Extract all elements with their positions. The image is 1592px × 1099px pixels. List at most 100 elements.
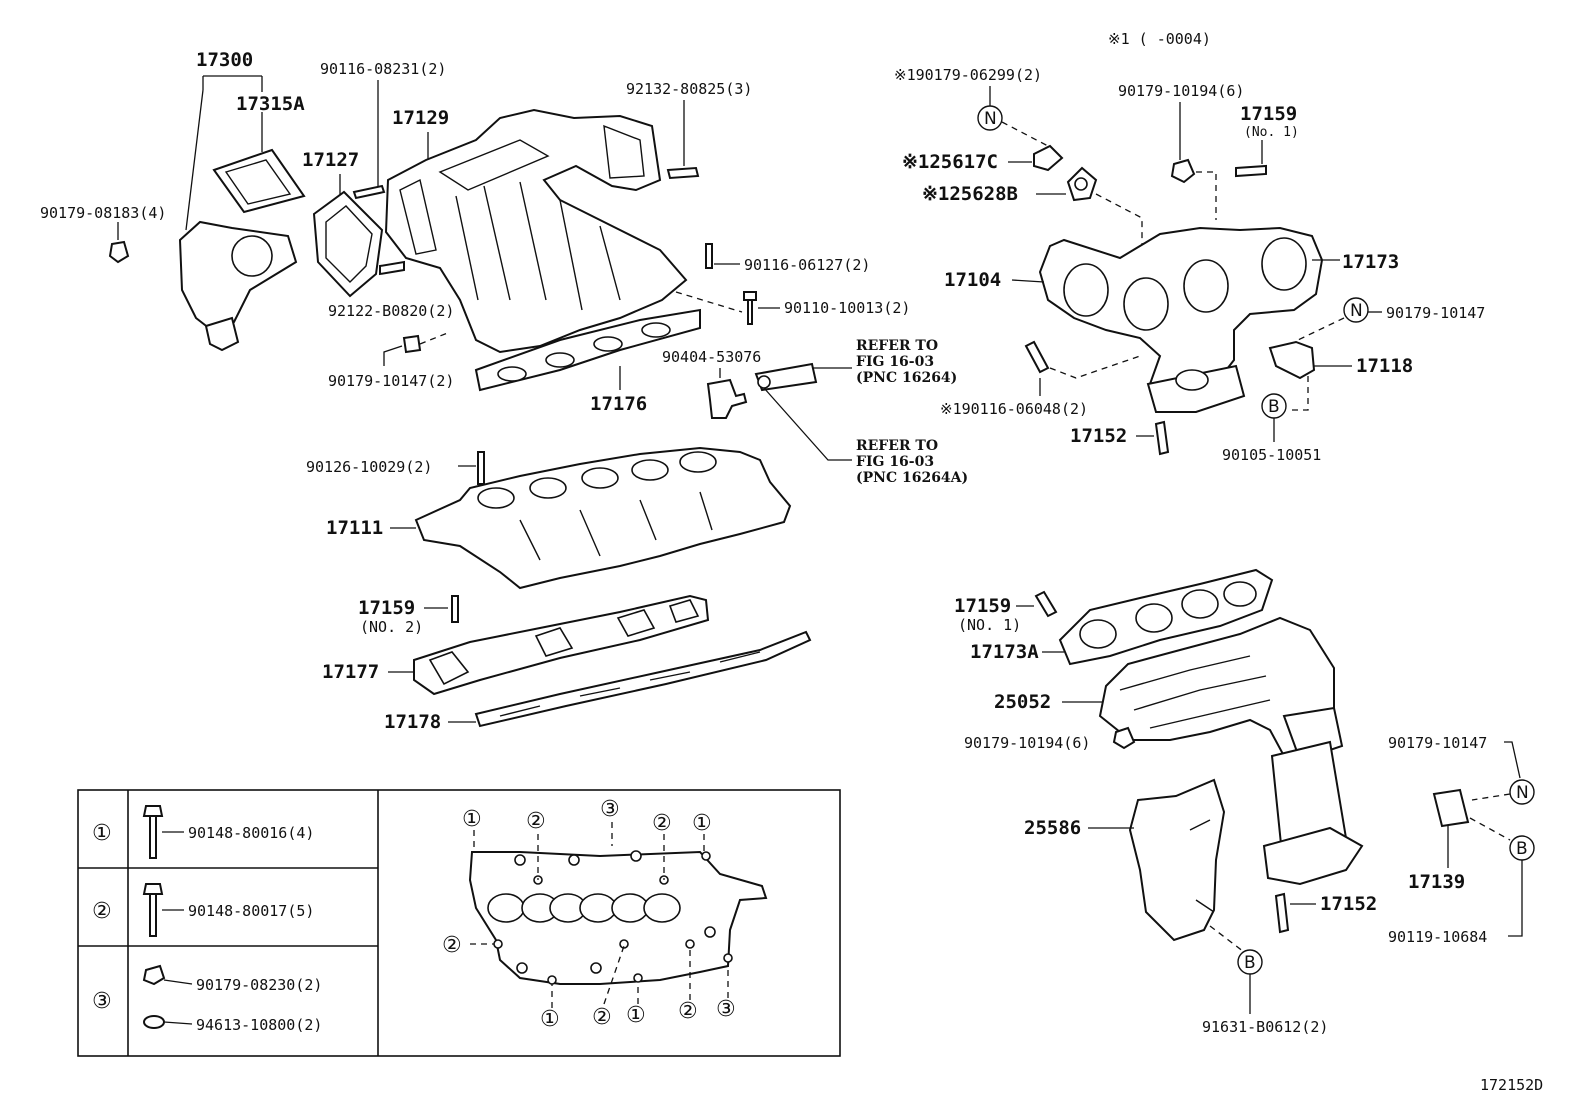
bolt-90110-shape [743, 291, 757, 325]
label-90116-06048: ※190116-06048(2) [940, 400, 1088, 418]
refer1-line-c: (PNC 16264) [856, 370, 957, 386]
refer1-line-b: FIG 16-03 [856, 354, 934, 370]
exhaust-manifold-group: ※190179-06299(2) N ※125617C ※125628B 901… [894, 66, 1485, 464]
pattern-bolt-hole [685, 939, 695, 949]
label-17173A: 17173A [970, 641, 1039, 663]
bracket-17118-shape [1268, 340, 1316, 380]
pattern-port-5 [611, 893, 649, 923]
exhaust-outlet-port [1175, 369, 1209, 391]
pattern-bolt-hole [547, 975, 557, 985]
upper-gasket-inner [325, 205, 373, 283]
stud-90116-06127-shape [705, 243, 713, 269]
pattern-bolt-hole [723, 953, 733, 963]
label-17104: 17104 [944, 269, 1001, 291]
label-17159-no2-sub: (NO. 2) [360, 618, 423, 636]
pattern-port-4 [579, 893, 617, 923]
label-92122-B0820: 92122-B0820(2) [328, 302, 454, 320]
dash-b-br [1469, 817, 1511, 841]
stud-17152-bottom-shape [1274, 892, 1290, 934]
leader-90179-08230 [163, 979, 193, 985]
nut-90179-10194-mid-shape [1112, 726, 1136, 750]
leader-90179-10147-left [383, 345, 403, 366]
dash-n-top [1001, 121, 1049, 147]
label-17173: 17173 [1342, 251, 1399, 273]
gasket-17178-shape [474, 630, 812, 728]
refer1-line-a: REFER TO [856, 338, 938, 354]
pattern-bolt-hole [568, 854, 580, 866]
label-90119-10684: 90119-10684 [1388, 928, 1487, 946]
figure-id: 172152D [1480, 1076, 1543, 1094]
stud-90116-06048-shape [1024, 340, 1050, 374]
exhaust-port-2 [1123, 277, 1169, 331]
pattern-marker-top-3: ③ [600, 797, 620, 822]
pattern-port-1 [487, 893, 525, 923]
label-17159-no1-mid: 17159 [954, 595, 1011, 617]
label-90179-10194-mid: 90179-10194(6) [964, 734, 1090, 752]
hose-clamp-shape [757, 375, 771, 389]
pattern-marker-bottom-3: ① [626, 1003, 646, 1028]
pattern-port-6 [643, 893, 681, 923]
label-90179-10147-br: 90179-10147 [1388, 734, 1487, 752]
manifold-runners [455, 181, 621, 311]
throttle-gasket-inner [224, 159, 292, 205]
stud-90116-08231-shape [352, 184, 386, 200]
lower-port-3 [581, 467, 619, 489]
nut-90179-10194-top-shape [1170, 158, 1196, 184]
exhaust-pipe-group: 17159 (NO. 1) 17173A 25052 90179-10194(6… [954, 568, 1535, 1036]
pattern-bolt-hole [590, 962, 602, 974]
throttle-gasket-shape [212, 148, 306, 214]
pattern-marker-bottom-4: ② [678, 999, 698, 1024]
pattern-bolt-hole [514, 854, 526, 866]
label-17178: 17178 [384, 711, 441, 733]
dash-90110 [675, 291, 743, 313]
legend-part-94613-10800: 94613-10800(2) [196, 1016, 322, 1034]
gasket-17173A-port-2 [1135, 603, 1173, 633]
bracket-17139-shape [1432, 788, 1470, 828]
pattern-marker-top-5: ① [692, 811, 712, 836]
heat-insulator-25586-shape [1128, 778, 1226, 942]
callout-n-top-text: N [984, 109, 997, 129]
manifold-plenum-ribs [438, 139, 550, 191]
gasket-17178-slots [499, 651, 761, 717]
label-125617C: ※125617C [902, 151, 998, 173]
nut-90179-10147-shape [402, 334, 422, 354]
pattern-bolt-hole [493, 939, 503, 949]
dash-b-bottom [1209, 925, 1245, 953]
label-90179-10147-right: 90179-10147 [1386, 304, 1485, 322]
legend-part-90148-80017: 90148-80017(5) [188, 902, 314, 920]
footnote-range: ※1 ( -0004) [1108, 30, 1211, 48]
pattern-marker-bottom-5: ③ [716, 997, 736, 1022]
callout-n-right [1343, 297, 1369, 323]
nut-90179-08230-icon [142, 964, 166, 986]
label-125628B: ※125628B [922, 183, 1018, 205]
gasket-17177-port-3 [616, 609, 656, 637]
label-17159-no1-top: 17159 [1240, 103, 1297, 125]
leader-90179-10147-br [1504, 741, 1521, 779]
gasket-17177-port-2 [534, 627, 574, 657]
pattern-bolt-hole [633, 973, 643, 983]
dash-90116-06048 [1049, 355, 1141, 379]
label-25052: 25052 [994, 691, 1051, 713]
stud-17159-no1-mid-shape [1034, 590, 1058, 618]
label-17118: 17118 [1356, 355, 1413, 377]
pattern-bolt-hole [516, 962, 528, 974]
stud-17159-no2-shape [451, 595, 459, 623]
lower-port-2 [529, 477, 567, 499]
throttle-body-shape [178, 220, 298, 334]
legend-key-3: ③ [92, 989, 112, 1014]
legend-border [77, 789, 841, 1057]
pattern-bolt-hole [630, 850, 642, 862]
pattern-bolt-hole [619, 939, 629, 949]
label-17111: 17111 [326, 517, 383, 539]
manifold-flange-face [399, 178, 437, 255]
dash-n-right [1297, 317, 1345, 341]
legend-part-90179-08230: 90179-08230(2) [196, 976, 322, 994]
manifold-egr-flange [603, 124, 645, 179]
label-90105-10051: 90105-10051 [1222, 446, 1321, 464]
label-17177: 17177 [322, 661, 379, 683]
leader-90119 [1508, 860, 1523, 937]
throttle-sensor-shape [204, 316, 240, 352]
pattern-bolt-hole [704, 926, 716, 938]
label-17159-no2: 17159 [358, 597, 415, 619]
stud-92132-shape [666, 166, 700, 180]
